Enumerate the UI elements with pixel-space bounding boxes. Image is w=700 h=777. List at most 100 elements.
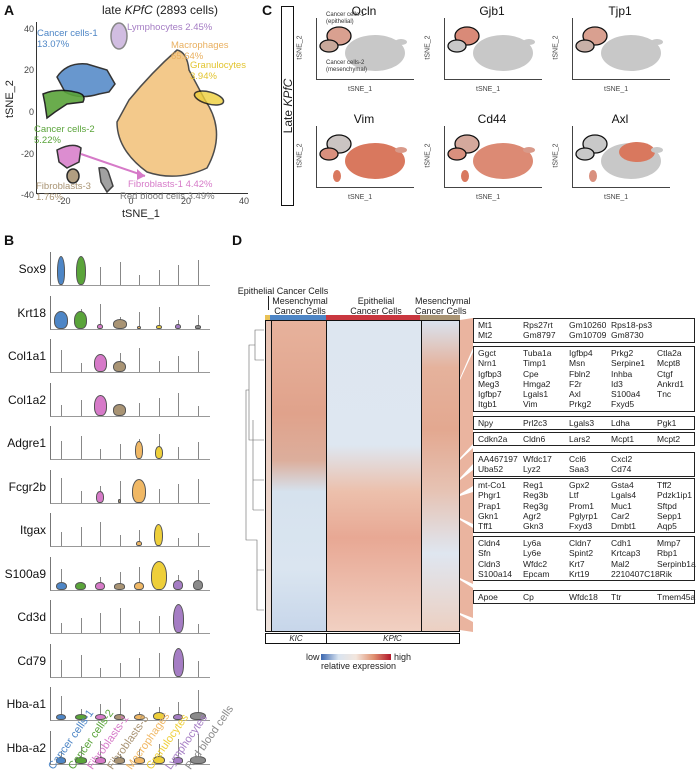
gene-name: Fxyd5 (611, 399, 635, 410)
panel-a-letter: A (4, 2, 15, 18)
violin-shape (114, 757, 125, 764)
violin-spike (197, 733, 199, 764)
violin-shape (132, 478, 146, 503)
row-label-box: Late KPfC (281, 6, 295, 206)
violin-shape (192, 579, 203, 590)
ylabel: tSNE_2 (424, 35, 432, 60)
gene-name: Cpe (523, 368, 539, 379)
group-bar-mesenchymal-kic (270, 315, 326, 320)
annotation-epithelial: Cancer cells-1 (epithelial) (326, 12, 365, 25)
violin-shape (54, 310, 68, 329)
violin-shape (135, 441, 143, 459)
violin-shape (134, 581, 144, 590)
violin-spike (158, 488, 160, 503)
violin-axis (50, 730, 210, 765)
gene-name: Cxcl2 (611, 454, 633, 464)
violin-spike (119, 571, 121, 590)
violin-shape (137, 325, 141, 329)
gene-name: Gm8797 (523, 330, 556, 341)
feature-plot-tjp1: Tjp1 tSNE_2 tSNE_1 (552, 4, 674, 93)
gene-name: AA467197 (478, 454, 518, 464)
violin-spike (197, 690, 199, 720)
gene-name: Mt1 (478, 320, 493, 330)
gene-name: Agr2 (523, 510, 541, 521)
violin-axis (50, 295, 210, 330)
ylabel: tSNE_2 (424, 143, 432, 168)
violin-shape (75, 256, 86, 285)
violin-row-col1a1: Col1a1 (0, 337, 215, 385)
violin-shape (74, 757, 87, 764)
violin-shape (136, 541, 142, 546)
ylabel: tSNE_2 (296, 35, 304, 60)
mini-scatter (316, 18, 414, 80)
feature-plot-title: Tjp1 (608, 4, 632, 18)
gene-name: Tff2 (657, 480, 672, 490)
gene-name: Cd74 (611, 464, 632, 475)
violin-spike (119, 535, 121, 546)
gene-name: Apoe (478, 592, 498, 602)
violin-shape (93, 394, 107, 416)
gene-name: Cldn7 (569, 538, 592, 548)
violin-shape (133, 713, 145, 720)
mini-scatter (444, 18, 542, 80)
gene-label: Cd3d (17, 610, 46, 624)
gene-name: Wfdc17 (523, 454, 552, 464)
violin-row-sox9: Sox9 (0, 250, 215, 298)
mini-scatter (572, 18, 670, 80)
violin-spike (61, 659, 62, 677)
violin-spike (197, 660, 199, 677)
xlabel: tSNE_1 (348, 86, 373, 93)
gene-label: Fcgr2b (8, 479, 46, 494)
violin-shape (189, 755, 206, 764)
mini-scatter (316, 126, 414, 188)
gene-label: Hba-a2 (6, 740, 46, 755)
violin-spike (197, 569, 199, 590)
gene-name: Mcpt2 (657, 434, 681, 444)
gene-name: Lyz2 (523, 464, 541, 475)
gene-name: S100a14 (478, 568, 513, 579)
gene-name: Ldha (611, 418, 630, 428)
gene-name: mt-Co1 (478, 480, 506, 490)
panel-b-letter: B (4, 232, 15, 248)
gene-name: Gkn3 (523, 521, 544, 532)
gene-name: Ankrd1 (657, 378, 684, 389)
title-genotype: KPfC (124, 3, 153, 17)
gene-name: Ltf (569, 490, 579, 501)
violin-axis (50, 643, 210, 678)
group-bar-mesenchymal-kpfc (420, 315, 460, 320)
panel-d-letter: D (232, 232, 243, 248)
gene-name: Ctgf (657, 368, 673, 379)
legend-low: low (306, 652, 320, 662)
cluster-label-lymphocytes: Lymphocytes 2.45% (127, 22, 213, 33)
gene-name: Mcpt8 (657, 358, 681, 369)
gene-name: Muc1 (611, 500, 632, 511)
violin-spike (158, 652, 160, 677)
feature-plot-axl: Axl tSNE_2 tSNE_1 (552, 112, 674, 201)
violin-shape (154, 446, 163, 459)
violin-spike (178, 738, 179, 764)
violin-spike (178, 392, 179, 416)
gene-label: Cd79 (17, 653, 46, 668)
gene-label: Col1a2 (7, 392, 46, 407)
feature-plot-title: Cd44 (477, 112, 507, 126)
gene-name (657, 399, 697, 409)
violin-spike (80, 436, 82, 459)
violin-spike (61, 568, 62, 590)
heatmap (265, 320, 460, 632)
gene-label: Hba-a1 (6, 697, 46, 711)
gene-name: Inhba (611, 368, 633, 379)
violin-row-hba-a2: Hba-a2 (0, 729, 215, 777)
genotype-bar: KIC KPfC (265, 633, 460, 644)
gene-name: Tnc (657, 389, 672, 400)
gene-label: Col1a1 (7, 349, 46, 363)
gene-name: Timp1 (523, 358, 547, 369)
violin-spike (61, 696, 62, 720)
violin-spike (139, 621, 140, 633)
violin-shape (114, 583, 125, 590)
violin-spike (197, 260, 199, 285)
ytick: 0 (28, 107, 34, 117)
xlabel: tSNE_1 (476, 194, 501, 201)
